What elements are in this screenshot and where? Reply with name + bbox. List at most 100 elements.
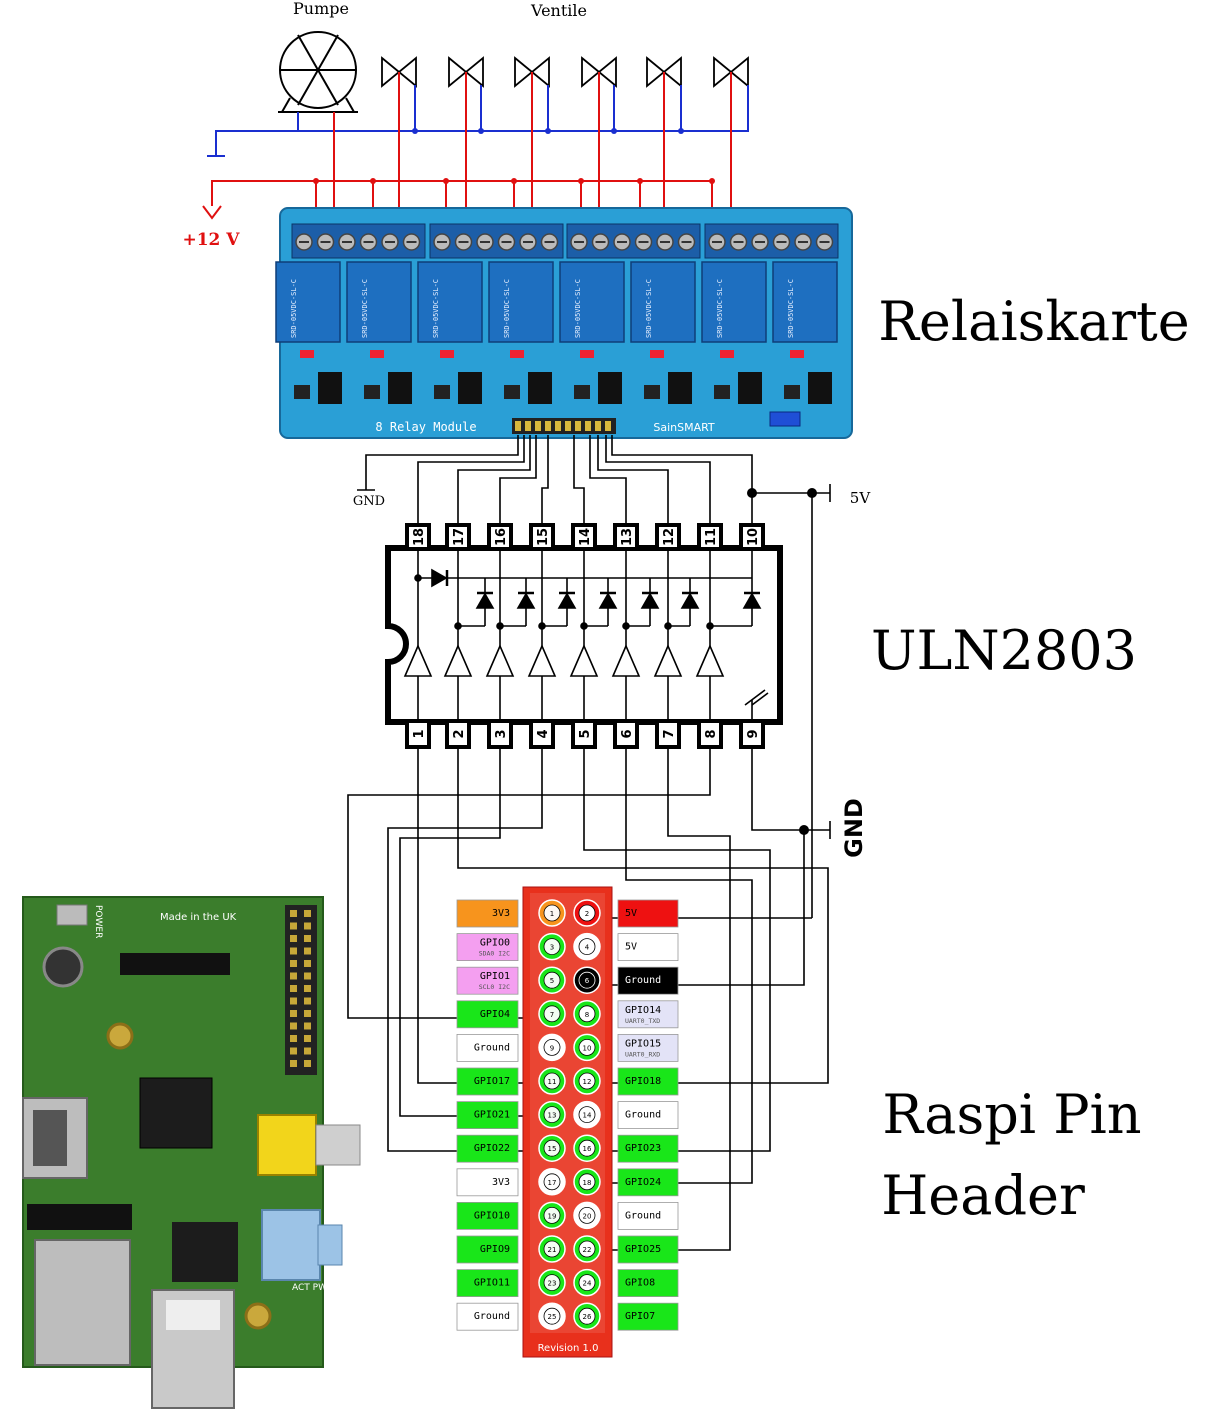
- header-right-sub-text: UART0_TXD: [625, 1017, 660, 1025]
- uln-top-pin: 12: [655, 523, 681, 551]
- header-pin: 25: [538, 1302, 566, 1330]
- header-pin: 8: [573, 1000, 601, 1028]
- header-left-label-text: GPIO0: [480, 938, 510, 949]
- relay-board-brand: SainSMART: [653, 421, 715, 434]
- uln-bottom-pin: 6: [613, 719, 639, 749]
- header-pin: 19: [538, 1201, 566, 1230]
- header-left-label: 3V3: [456, 899, 519, 928]
- header-left-label: GPIO4: [456, 1000, 519, 1029]
- header-pin: 5: [538, 966, 566, 994]
- header-left-sub-text: SDA0 I2C: [479, 950, 510, 958]
- gnd-label-small: GND: [353, 494, 385, 509]
- uln-top-pin: 13: [613, 523, 639, 551]
- header-right-label-text: Ground: [625, 1210, 661, 1221]
- uln-top-pin: 11: [697, 523, 723, 551]
- header-right-label-text: GPIO24: [625, 1177, 661, 1188]
- header-pin-number: 16: [583, 1145, 592, 1153]
- relay-part-number: SRD-05VDC-SL-C: [574, 279, 582, 338]
- header-left-label: GPIO9: [456, 1235, 519, 1264]
- uln-bottom-pin: 9: [739, 719, 765, 749]
- header-right-label-text: GPIO7: [625, 1311, 655, 1322]
- header-pin: 15: [538, 1134, 566, 1162]
- positive-bus-dots: [313, 178, 715, 184]
- v12-label: +12 V: [182, 230, 240, 250]
- header-right-label-text: 5V: [625, 942, 637, 953]
- relay-body: SRD-05VDC-SL-C: [630, 261, 696, 343]
- header-left-label-text: GPIO11: [474, 1278, 510, 1289]
- header-right-sub-text: UART0_RXD: [625, 1050, 660, 1058]
- header-pin-number: 15: [548, 1145, 557, 1153]
- header-pin-number: 14: [583, 1112, 592, 1120]
- valve-symbol: [581, 56, 617, 88]
- header-pin-number: 19: [548, 1212, 557, 1220]
- relay-body: SRD-05VDC-SL-C: [701, 261, 767, 343]
- header-pin: 16: [573, 1134, 601, 1162]
- valve-symbol: [646, 56, 682, 88]
- header-pin-number: 25: [548, 1313, 557, 1321]
- header-right-label-text: Ground: [625, 1110, 661, 1121]
- uln-bottom-pin: 4: [529, 719, 555, 749]
- header-pin-number: 4: [585, 944, 590, 952]
- header-left-label: Ground: [456, 1302, 519, 1331]
- uln-bottom-pin-number: 8: [704, 729, 719, 738]
- relay-input-header: [515, 421, 611, 431]
- ground-bus: [207, 85, 749, 157]
- uln-top-pin-number: 16: [494, 528, 509, 546]
- header-pin: 1: [538, 899, 566, 927]
- uln-bottom-pin-number: 2: [452, 729, 467, 738]
- terminal-block: [704, 223, 839, 259]
- header-right-label: Ground: [617, 1202, 679, 1230]
- header-right-label: Ground: [617, 1101, 679, 1129]
- header-right-label: GPIO8: [617, 1269, 679, 1297]
- header-right-label: GPIO25: [617, 1235, 679, 1264]
- header-right-label-text: Ground: [625, 975, 661, 986]
- uln-bottom-pin-number: 3: [494, 729, 509, 738]
- header-left-label-text: GPIO22: [474, 1143, 510, 1154]
- uln-bottom-pin: 3: [487, 719, 513, 749]
- pin-header-title-1: Raspi Pin: [882, 1083, 1141, 1146]
- header-left-label-text: GPIO4: [480, 1009, 510, 1020]
- valve-symbol: [448, 56, 484, 88]
- header-pin-number: 9: [550, 1044, 554, 1052]
- terminal-block: [291, 223, 426, 259]
- relay-body: SRD-05VDC-SL-C: [275, 261, 341, 343]
- header-pin-number: 23: [548, 1280, 557, 1288]
- header-pin-number: 5: [550, 977, 554, 985]
- uln-top-pin-number: 14: [578, 528, 593, 546]
- pump-symbol: [278, 31, 358, 113]
- header-pin: 2: [573, 899, 601, 927]
- relay-driver-components: [294, 350, 832, 404]
- relay-part-number: SRD-05VDC-SL-C: [503, 279, 511, 338]
- uln-bottom-pin-number: 9: [746, 729, 761, 738]
- gnd-label-big: GND: [840, 798, 868, 858]
- header-pin-number: 21: [548, 1246, 557, 1254]
- pi-made-in: Made in the UK: [160, 912, 237, 923]
- valve-symbols: [381, 56, 749, 88]
- header-left-label: GPIO17: [456, 1067, 519, 1096]
- header-left-label: 3V3: [456, 1168, 519, 1197]
- uln-bottom-pin: 8: [697, 719, 723, 749]
- header-right-label: GPIO23: [617, 1134, 679, 1163]
- v5-label: 5V: [850, 489, 872, 507]
- uln-bottom-pin: 1: [405, 719, 431, 749]
- header-left-label: GPIO21: [456, 1101, 519, 1129]
- header-pin: 24: [573, 1268, 601, 1297]
- valve-symbol: [381, 56, 417, 88]
- relay-part-number: SRD-05VDC-SL-C: [432, 279, 440, 338]
- pump-label: Pumpe: [293, 0, 349, 18]
- relay-part-number: SRD-05VDC-SL-C: [787, 279, 795, 338]
- relay-part-number: SRD-05VDC-SL-C: [290, 279, 298, 338]
- header-right-label-text: GPIO23: [625, 1143, 661, 1154]
- relay-body: SRD-05VDC-SL-C: [772, 261, 838, 343]
- header-left-label: GPIO11: [456, 1269, 519, 1297]
- header-pin: 4: [573, 932, 601, 961]
- uln-top-pin: 15: [529, 523, 555, 551]
- header-right-label: 5V: [617, 899, 679, 928]
- header-pin: 23: [538, 1268, 566, 1297]
- uln-bottom-pin-number: 4: [536, 729, 551, 738]
